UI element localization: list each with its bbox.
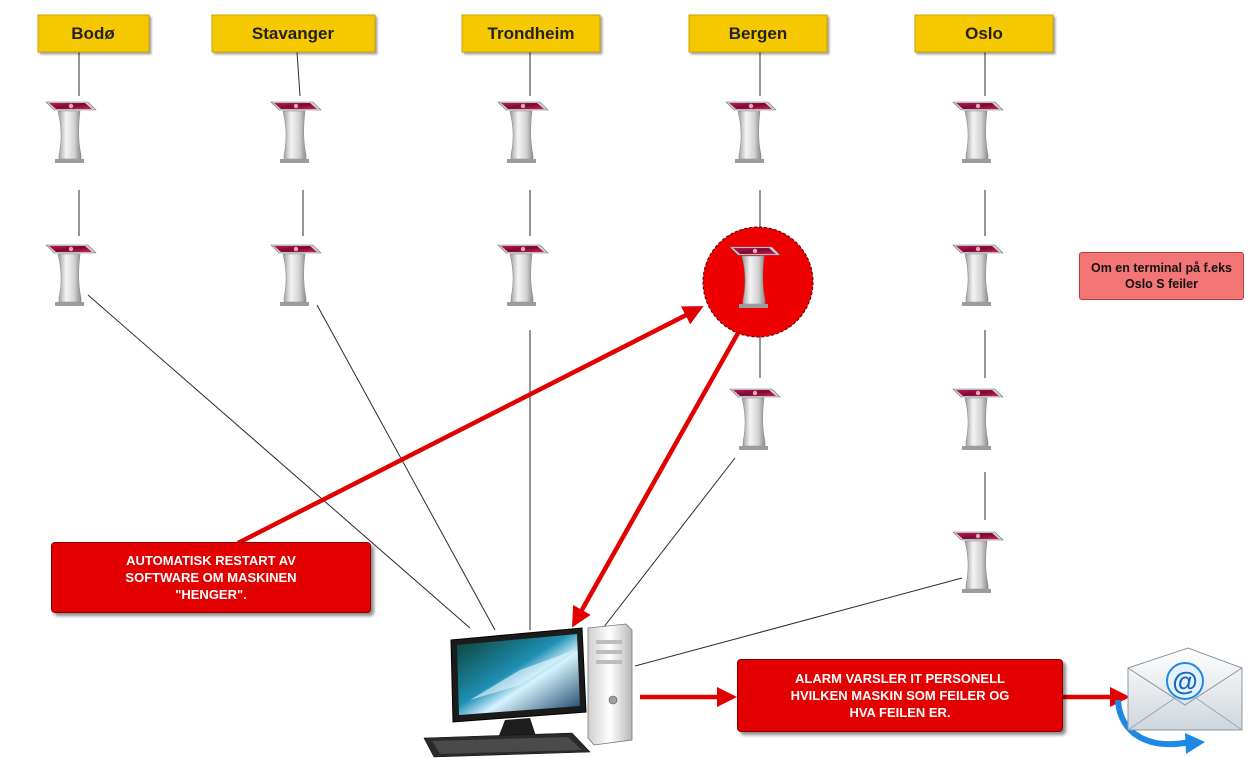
alarm-notification-note: ALARM VARSLER IT PERSONELL HVILKEN MASKI…	[737, 659, 1063, 732]
kiosk-terminal-icon	[270, 244, 322, 307]
city-label-trondheim: Trondheim	[461, 14, 601, 53]
kiosk-terminal-icon	[45, 244, 97, 307]
kiosk-terminal-icon	[952, 101, 1004, 164]
kiosk-terminal-icon	[497, 244, 549, 307]
city-name: Bodø	[71, 24, 115, 43]
city-name: Bergen	[729, 24, 788, 43]
city-name: Oslo	[965, 24, 1003, 43]
kiosk-terminal-icon	[952, 531, 1004, 594]
auto-restart-note: AUTOMATISK RESTART AV SOFTWARE OM MASKIN…	[51, 542, 371, 613]
email-envelope-icon: @	[1115, 647, 1243, 754]
terminals	[45, 101, 1004, 594]
kiosk-terminal-icon	[725, 101, 777, 164]
kiosk-terminal-icon	[45, 101, 97, 164]
city-label-bodo: Bodø	[37, 14, 150, 53]
connection-lines	[78, 51, 986, 667]
city-label-bergen: Bergen	[688, 14, 828, 53]
kiosk-terminal-icon	[497, 101, 549, 164]
city-label-stavanger: Stavanger	[211, 14, 376, 53]
red-arrows	[236, 305, 1131, 708]
auto-restart-text: AUTOMATISK RESTART AV SOFTWARE OM MASKIN…	[125, 553, 297, 602]
svg-text:@: @	[1172, 666, 1197, 696]
kiosk-terminal-icon	[952, 244, 1004, 307]
failure-trigger-text: Om en terminal på f.eks Oslo S feiler	[1090, 261, 1233, 291]
city-label-oslo: Oslo	[914, 14, 1054, 53]
city-name: Stavanger	[252, 24, 335, 43]
desktop-computer-icon	[423, 623, 633, 758]
kiosk-terminal-icon	[729, 388, 781, 451]
kiosk-terminal-icon	[270, 101, 322, 164]
failure-trigger-note: Om en terminal på f.eks Oslo S feiler	[1079, 252, 1244, 300]
alarm-notification-text: ALARM VARSLER IT PERSONELL HVILKEN MASKI…	[790, 671, 1010, 720]
city-name: Trondheim	[488, 24, 575, 43]
kiosk-terminal-icon	[952, 388, 1004, 451]
